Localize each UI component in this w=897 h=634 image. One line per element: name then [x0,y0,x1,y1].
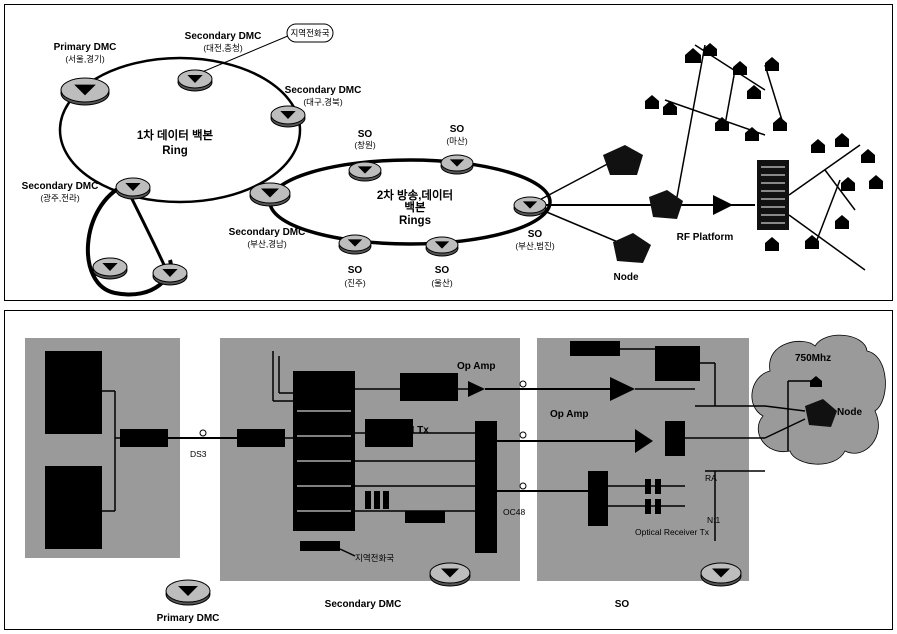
secondary-busan-region: (부산,경남) [247,239,286,249]
hfc-cloud [751,334,886,465]
ring2-label-3: Rings [399,215,431,227]
node-icon-rf [649,190,683,219]
exchange-box [286,23,334,43]
so-bottom-router-icon [700,562,742,587]
node-label: Node [614,272,639,283]
op-amp-label-1: Op Amp [457,361,496,372]
secondary-busan-router-icon [249,182,291,207]
small-ring-router-icon-1 [92,257,128,280]
ring1-label-2: Ring [162,145,188,157]
secondary-dmc-label-bottom: Secondary DMC [325,599,402,610]
amplifier-icon [713,195,733,215]
primary-dmc-label-bottom: Primary DMC [157,613,220,624]
so-masan-router-icon [440,154,474,175]
exchange-label: 지역전화국 [290,28,329,38]
secondary-busan-label: Secondary DMC [229,227,306,238]
ds3-label: DS3 [190,449,207,459]
ra-label: RA [705,473,717,483]
node-icon-lower [613,233,651,263]
so-masan-label: SO [450,124,465,135]
primary-dmc-region: (서울,경기) [65,54,104,64]
house-tree-lower [788,144,866,271]
oc48-label: OC48 [503,507,525,517]
secondary-daejeon-label: Secondary DMC [185,31,262,42]
so-changwon-region: (창원) [354,140,375,150]
so-busan-router-icon [513,196,547,217]
ring1-label: 1차 데이터 백본 [137,128,214,142]
backbone-ring-diagram: 지역전화국 Primary DMC (서울,경기) Secondary DMC … [4,4,893,301]
small-ring-router-icon-2 [152,263,188,286]
secondary-daegu-router-icon [270,105,306,128]
secondary-gwangju-router-icon [115,177,151,200]
optical-receiver-label: Optical Receiver Tx [635,527,710,537]
freq-label: 750Mhz [795,353,831,364]
house-icons [645,43,883,251]
so-busan-region: (부산,범진) [515,241,554,251]
n1-label: N:1 [707,515,721,525]
op-amp-label-2: Op Amp [550,409,589,420]
secondary-daegu-label: Secondary DMC [285,85,362,96]
so-ulsan-label: SO [435,265,450,276]
backbone-ring-svg: 지역전화국 Primary DMC (서울,경기) Secondary DMC … [22,23,883,297]
node-icon-upper [603,145,643,175]
secondary-gwangju-region: (광주,전라) [40,193,79,203]
so-ulsan-router-icon [425,236,459,257]
so-changwon-router-icon [348,161,382,182]
cloud-node-label: Node [837,407,862,418]
ring2-label: 2차 방송,데이터 [377,188,453,202]
ring1 [58,56,302,204]
secondary-dmc-box [220,338,520,581]
secondary-gwangju-label: Secondary DMC [22,181,99,192]
exchange-label-bottom: 지역전화국 [355,553,394,563]
so-jinju-label: SO [348,265,363,276]
rf-rack-icon [757,160,789,230]
cloud-node-icon [805,399,837,427]
router-disks [60,69,547,286]
so-masan-region: (마산) [446,136,467,146]
so-ulsan-region: (울산) [431,278,452,288]
so-changwon-label: SO [358,129,373,140]
primary-dmc-label: Primary DMC [54,42,117,53]
network-equipment-diagram: DS3 Op Amp QAM Tx OC48 [4,310,893,630]
ring2-label-2: 백본 [404,200,426,214]
so-busan-label: SO [528,229,543,240]
so-label-bottom: SO [615,599,630,610]
so-jinju-router-icon [338,234,372,255]
qam-tx-label: QAM Tx [391,425,429,436]
primary-dmc-bottom-router-icon [165,579,211,606]
rf-platform-label: RF Platform [677,232,734,243]
secondary-daejeon-region: (대전,충청) [203,43,242,53]
secondary-dmc-bottom-router-icon [429,562,471,587]
primary-dmc-router-icon [60,77,110,106]
router-disks-bottom [165,562,742,606]
secondary-daegu-region: (대구,경북) [303,97,342,107]
equipment-svg: DS3 Op Amp QAM Tx OC48 [25,334,886,624]
so-box [537,338,749,581]
router-stack [293,371,355,531]
secondary-daejeon-router-icon [177,69,213,92]
so-jinju-region: (진주) [344,278,365,288]
